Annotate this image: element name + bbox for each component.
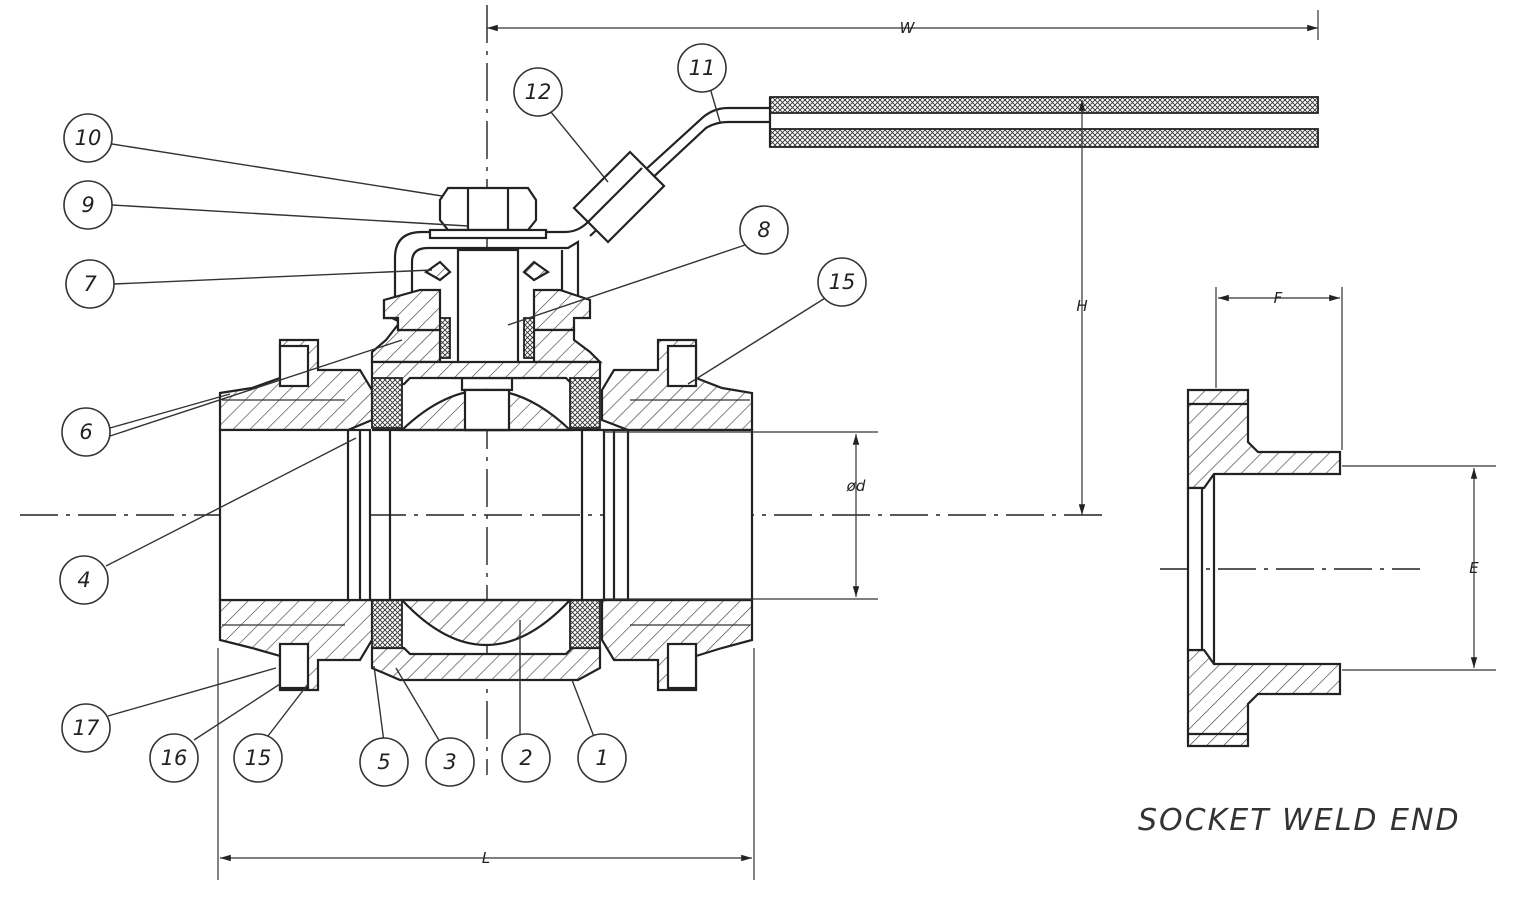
svg-text:10: 10 <box>75 126 102 150</box>
svg-text:17: 17 <box>73 716 100 740</box>
socket-weld-end-detail <box>1186 287 1496 748</box>
svg-text:12: 12 <box>525 80 552 104</box>
svg-text:3: 3 <box>443 750 456 774</box>
handle-lever <box>393 96 1319 300</box>
svg-text:9: 9 <box>81 193 94 217</box>
balloon-2: 2 <box>501 733 551 783</box>
svg-text:4: 4 <box>77 568 90 592</box>
dimension-lines <box>217 10 1319 880</box>
balloon-1: 1 <box>577 733 627 783</box>
svg-text:6: 6 <box>79 420 92 444</box>
balloon-3: 3 <box>425 737 475 787</box>
balloon-6: 6 <box>61 407 111 457</box>
handle-grip-top <box>769 96 1319 114</box>
dimension-f-label: F <box>1274 289 1283 307</box>
balloon-8: 8 <box>739 205 789 255</box>
balloon-12: 12 <box>513 67 563 117</box>
balloon-5: 5 <box>359 737 409 787</box>
svg-text:15: 15 <box>829 270 856 294</box>
svg-text:5: 5 <box>377 750 390 774</box>
dimension-h-label: H <box>1076 297 1087 315</box>
dimension-d-label: ød <box>846 477 866 495</box>
balloon-17: 17 <box>61 703 111 753</box>
balloon-7: 7 <box>65 259 115 309</box>
balloon-16: 16 <box>149 733 199 783</box>
handle-sleeve <box>572 150 666 244</box>
handle-grip-bottom <box>769 128 1319 148</box>
balloon-10: 10 <box>63 113 113 163</box>
right-end-cap <box>600 338 754 692</box>
socket-weld-end-title: SOCKET WELD END <box>1138 803 1461 838</box>
balloon-11: 11 <box>677 43 727 93</box>
svg-text:15: 15 <box>245 746 272 770</box>
dimension-w-label: W <box>900 19 916 37</box>
balloon-15-upper: 15 <box>817 257 867 307</box>
valve-body <box>370 360 604 682</box>
balloon-9: 9 <box>63 180 113 230</box>
svg-text:11: 11 <box>689 56 716 80</box>
leader-lines <box>105 87 831 743</box>
svg-text:8: 8 <box>757 218 770 242</box>
balloon-15-lower: 15 <box>233 733 283 783</box>
svg-text:16: 16 <box>161 746 188 770</box>
svg-text:1: 1 <box>595 746 608 770</box>
dimension-l-label: L <box>482 849 490 867</box>
svg-text:2: 2 <box>519 746 532 770</box>
left-end-cap <box>218 338 374 692</box>
balloon-4: 4 <box>59 555 109 605</box>
dimension-e-label: E <box>1469 559 1479 577</box>
svg-text:7: 7 <box>83 272 97 296</box>
stem-nut <box>428 186 548 240</box>
